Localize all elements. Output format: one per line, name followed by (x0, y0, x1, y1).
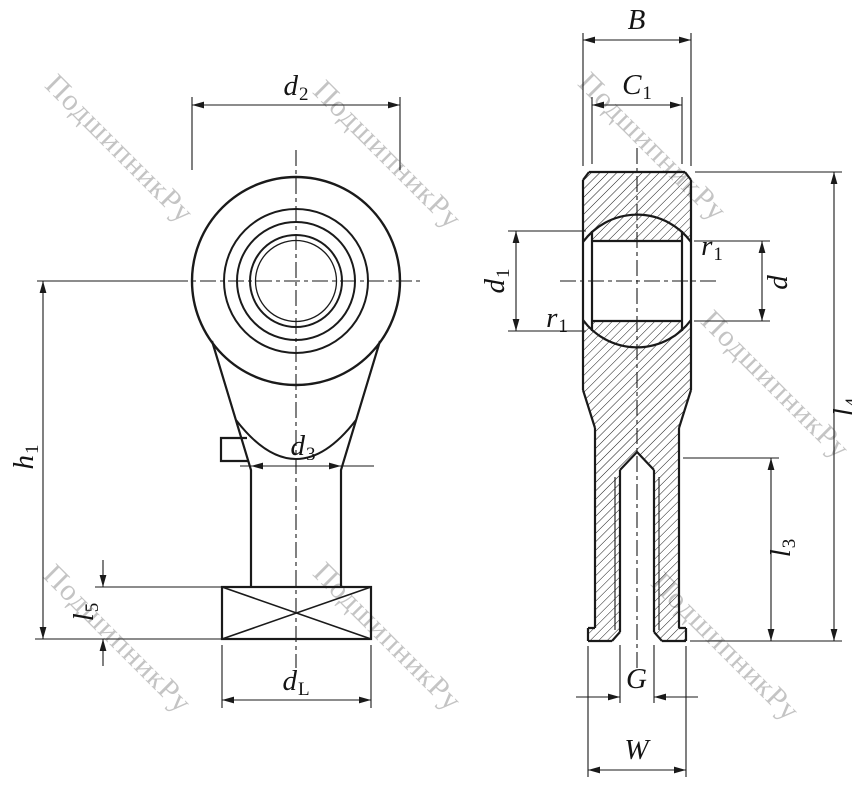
dim-label-l3: l3 (764, 538, 801, 558)
dim-label-l5: l5 (67, 602, 104, 622)
dim-label-d1: d1 (478, 268, 515, 294)
dim-label-r1-bottom: r1 (546, 301, 568, 338)
dim-label-d2: d2 (283, 69, 309, 106)
dim-label-B: B (627, 3, 646, 36)
centerlines (172, 148, 716, 668)
dim-label-l4: l4 (828, 398, 852, 417)
thread-bore (614, 450, 660, 632)
arrowheads (39, 36, 838, 774)
dim-label-r1-top: r1 (701, 229, 723, 266)
dim-label-W: W (624, 733, 649, 766)
dim-label-dL: dL (282, 664, 310, 701)
dimension-lines (35, 33, 842, 777)
dim-label-d3: d3 (290, 429, 316, 466)
dim-label-C1: C1 (622, 68, 652, 105)
dim-label-h1: h1 (7, 444, 44, 470)
dim-label-d: d (761, 275, 794, 290)
dim-label-G: G (626, 662, 647, 695)
